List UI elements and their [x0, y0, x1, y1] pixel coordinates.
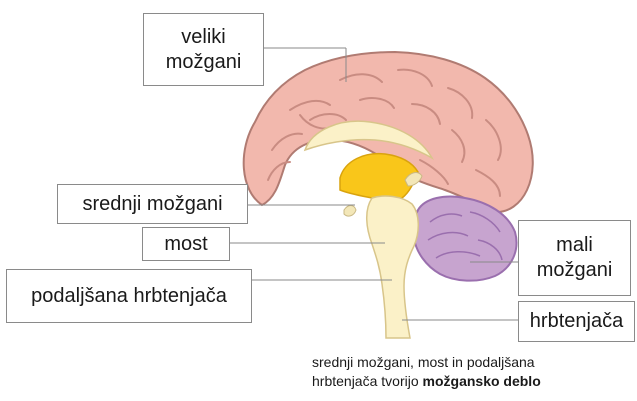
caption-line2: hrbtenjača tvorijo možgansko deblo: [312, 372, 632, 391]
label-pons: most: [142, 227, 230, 261]
label-midbrain: srednji možgani: [57, 184, 248, 224]
label-cerebrum: veliki možgani: [143, 13, 264, 86]
label-medulla: podaljšana hrbtenjača: [6, 269, 252, 323]
label-cerebellum: mali možgani: [518, 220, 631, 296]
pituitary: [344, 206, 356, 217]
label-cerebrum-line1: veliki: [166, 25, 242, 50]
label-cerebellum-line1: mali: [537, 233, 613, 258]
label-cerebrum-line2: možgani: [166, 50, 242, 75]
label-midbrain-text: srednji možgani: [82, 192, 222, 217]
caption-brainstem-term: možgansko deblo: [423, 373, 541, 389]
label-cerebellum-line2: možgani: [537, 258, 613, 283]
label-pons-text: most: [164, 232, 207, 257]
caption-line1: srednji možgani, most in podaljšana: [312, 353, 632, 372]
label-medulla-text: podaljšana hrbtenjača: [31, 284, 227, 309]
brainstem-shape: [367, 196, 419, 338]
caption: srednji možgani, most in podaljšana hrbt…: [312, 353, 632, 391]
label-spinal-cord: hrbtenjača: [518, 301, 635, 342]
caption-line2-prefix: hrbtenjača tvorijo: [312, 373, 423, 389]
label-spinal-cord-text: hrbtenjača: [530, 309, 623, 334]
